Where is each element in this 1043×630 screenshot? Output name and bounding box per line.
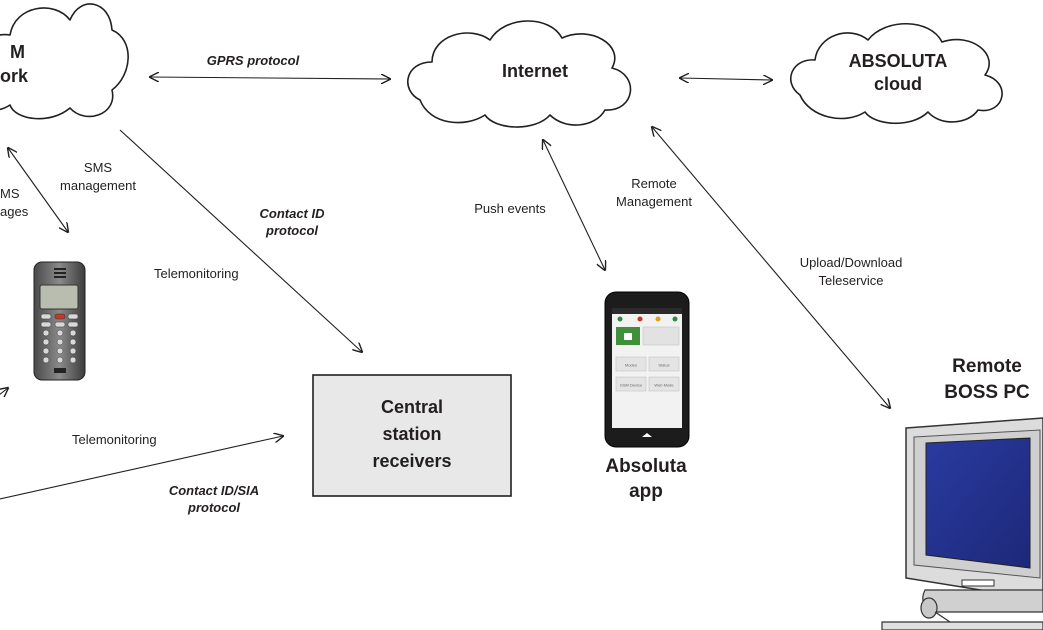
gsm-network-cloud: M ork (0, 3, 129, 120)
telemonitoring-bottom-label: Telemonitoring (72, 432, 157, 447)
contact-id-sia-label-1: Contact ID/SIA (169, 483, 259, 498)
remote-pc-node: Remote BOSS PC (881, 356, 1043, 630)
upload-download-arrow (652, 127, 890, 408)
contact-id-label-2: protocol (265, 223, 318, 238)
lock-icon (624, 333, 632, 340)
gsm-keypad-device (33, 261, 86, 381)
home-button-icon (642, 433, 652, 437)
offscreen-arrow (0, 388, 8, 398)
absoluta-app-label-1: Absoluta (605, 456, 687, 477)
remote-pc-label-2: BOSS PC (944, 382, 1030, 403)
internet-cloud-arrow (680, 78, 772, 80)
contact-id-arrow (119, 129, 362, 352)
sms-messages-label-2: ages (0, 204, 29, 219)
monitor-icon (881, 417, 1043, 630)
central-station-node: Central station receivers (312, 374, 512, 497)
remote-management-label-1: Remote (631, 176, 677, 191)
central-station-label-3: receivers (372, 451, 451, 471)
upload-download-label-1: Upload/Download (800, 255, 903, 270)
sms-messages-label-1: MS (0, 186, 20, 201)
remote-pc-label-1: Remote (952, 356, 1022, 377)
phone-tile-label-c: GSM Device (620, 383, 643, 388)
push-events-arrow (543, 140, 605, 270)
phone-tile-label-a: Modes (625, 363, 637, 368)
absoluta-cloud: ABSOLUTA cloud (789, 22, 1003, 124)
alert-icons (617, 316, 678, 322)
smartphone-device: Modes Status GSM Device Web Mode Absolut… (604, 291, 690, 502)
internet-label: Internet (502, 61, 568, 81)
absoluta-app-label-2: app (629, 481, 663, 502)
sms-arrow (8, 148, 68, 232)
absoluta-cloud-label-1: ABSOLUTA (849, 51, 948, 71)
remote-management-label-2: Management (616, 194, 692, 209)
push-events-label: Push events (474, 201, 546, 216)
sms-management-label-2: management (60, 178, 136, 193)
contact-id-label-1: Contact ID (260, 206, 326, 221)
mic-icon (54, 368, 66, 373)
sms-management-label-1: SMS (84, 160, 113, 175)
central-station-label-1: Central (381, 397, 443, 417)
keypad-display (39, 284, 79, 310)
gsm-cloud-label-2: ork (0, 66, 29, 86)
gprs-arrow (150, 77, 390, 79)
telemonitoring-top-label: Telemonitoring (154, 266, 239, 281)
central-station-label-2: station (382, 424, 441, 444)
internet-cloud: Internet (407, 20, 632, 128)
speaker-grille-icon (54, 268, 66, 278)
phone-tile-label-d: Web Mode (654, 383, 674, 388)
phone-tile-label-b: Status (658, 363, 669, 368)
monitor-vent-icon (961, 579, 995, 587)
upload-download-label-2: Teleservice (818, 273, 883, 288)
gsm-cloud-label-1: M (10, 42, 25, 62)
contact-id-sia-arrow (0, 436, 283, 500)
absoluta-cloud-label-2: cloud (874, 74, 922, 94)
contact-id-sia-label-2: protocol (187, 500, 240, 515)
keypad-buttons-icon (40, 313, 79, 364)
gprs-label: GPRS protocol (207, 53, 300, 68)
